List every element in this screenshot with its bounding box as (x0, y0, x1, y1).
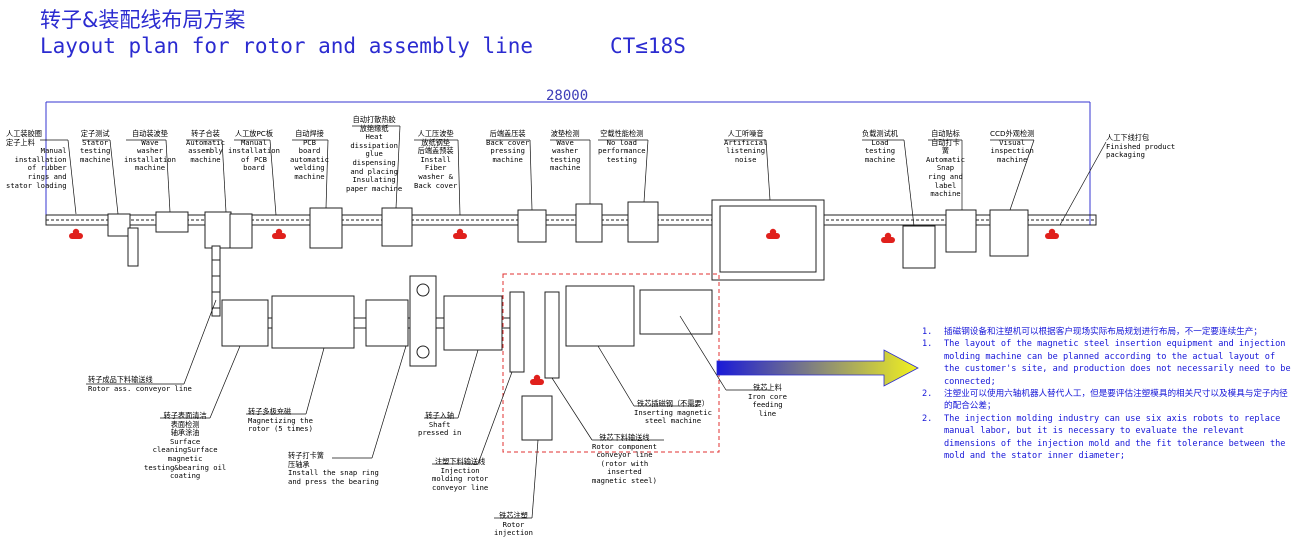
surface-cleaning-station (221, 299, 269, 347)
page-title-cn: 转子&装配线布局方案 (40, 8, 246, 32)
back-cover-press-station (517, 209, 547, 243)
wave-washer-station (155, 211, 189, 233)
welding-station (309, 207, 343, 249)
noise-room-inner (719, 205, 817, 273)
stator-tester-stand (127, 227, 139, 267)
glue-station (381, 207, 413, 247)
no-load-test-station (627, 201, 659, 243)
stator-testing-station (107, 213, 131, 237)
note-1-en: 1.The layout of the magnetic steel inser… (922, 339, 1291, 387)
top-stations (107, 199, 1029, 281)
rotor-stand-wheel (416, 283, 430, 297)
layout-notes: 1.插磁钢设备和注塑机可以根据客户现场实际布局规划进行布局，不一定要连续生产； … (922, 326, 1292, 462)
label-magnet-insertion: 铁芯插磁钢（不需要）Inserting magnetic steel machi… (634, 399, 712, 426)
note-1-cn: 1.插磁钢设备和注塑机可以根据客户现场实际布局规划进行布局，不一定要连续生产； (922, 327, 1262, 337)
magnetizing-station (271, 295, 355, 349)
visual-inspection-station (989, 209, 1029, 257)
magnet-insertion-machine (565, 285, 635, 347)
main-conveyor (45, 214, 1097, 226)
rotor-feed-conveyor (211, 245, 221, 317)
iron-core-feeding-line (639, 289, 713, 335)
bottom-leader-lines (86, 299, 770, 519)
injection-equipment (509, 285, 713, 441)
note-2-en: 2.The injection molding industry can use… (922, 413, 1286, 462)
assembly-station-b (229, 213, 253, 249)
snap-ring-station (365, 299, 409, 347)
rotor-injection-machine (521, 395, 553, 441)
shaft-press-station (443, 295, 503, 351)
injection-conveyor (509, 291, 525, 373)
page-title-en: Layout plan for rotor and assembly line (40, 34, 534, 58)
operator-markers (69, 228, 1059, 385)
snap-ring-label-station (945, 209, 977, 253)
wave-washer-test-station (575, 203, 603, 243)
overall-length-dimension: 28000 (546, 88, 589, 104)
flow-direction-arrow (716, 349, 919, 387)
note-2-cn: 2.注塑业可以使用六轴机器人替代人工，但是要评估注塑模具的相关尺寸以及模具与定子… (922, 389, 1288, 412)
load-test-station (902, 225, 936, 269)
cycle-time: CT≤18S (610, 34, 686, 58)
dimension-line (45, 101, 1091, 225)
top-leader-lines (40, 125, 1107, 227)
rotor-stand-wheel-2 (416, 345, 430, 359)
component-conveyor (544, 291, 560, 379)
assembly-station (204, 211, 232, 249)
rotor-line (221, 275, 513, 367)
